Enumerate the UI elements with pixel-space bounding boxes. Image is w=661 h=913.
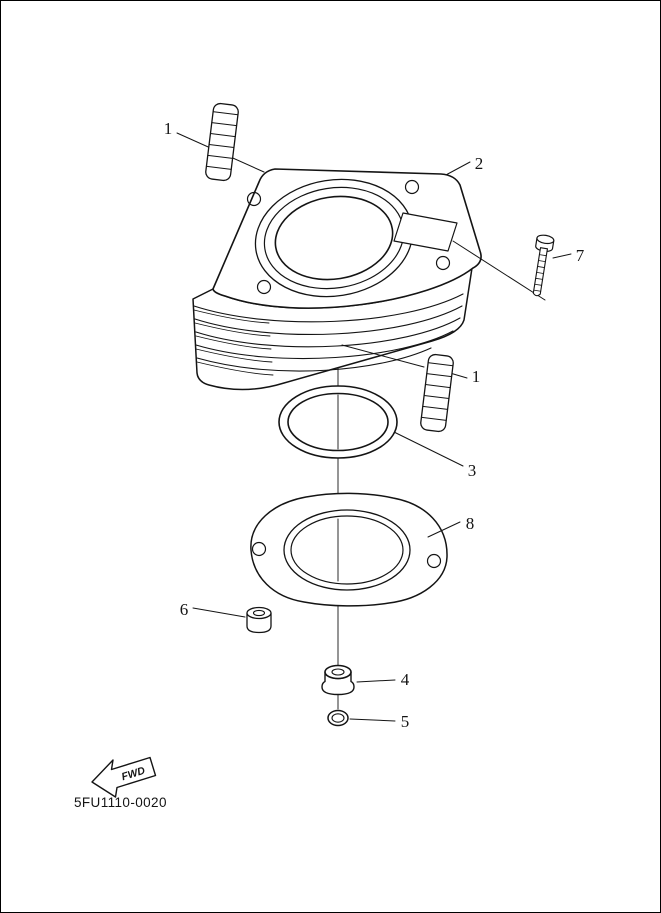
stud-rib <box>428 362 454 367</box>
thread-line <box>537 266 545 268</box>
nut-hole <box>331 668 345 676</box>
o-ring-small-part <box>327 709 349 727</box>
stud-rib <box>207 154 234 159</box>
stud-hole <box>435 255 451 271</box>
bore-ring-inner <box>274 195 394 281</box>
stud-rib <box>422 405 449 410</box>
stud-rib <box>208 143 235 148</box>
fin-edge <box>196 361 274 376</box>
fin-line <box>193 293 464 323</box>
fin-edge <box>194 322 271 337</box>
fin-line <box>196 347 432 372</box>
fin-edge <box>193 309 270 324</box>
gasket-hole <box>251 541 267 557</box>
stud-hole <box>404 179 420 195</box>
fin-line <box>195 317 461 348</box>
callout-8-label: 8 <box>466 514 475 533</box>
nut-top <box>324 664 352 680</box>
fin-line <box>194 305 463 336</box>
callout-4-label: 4 <box>401 670 410 689</box>
stud-rib <box>421 416 447 421</box>
stud-rib <box>213 111 239 116</box>
bolt-head-top <box>536 234 555 245</box>
gasket-hole <box>426 553 442 569</box>
leader-line-6 <box>192 607 246 618</box>
leader-lines <box>176 132 572 722</box>
bolt-threads <box>533 254 547 292</box>
callout-1-right-label: 1 <box>472 367 481 386</box>
thread-line <box>536 271 544 274</box>
callout-7-label: 7 <box>576 246 585 265</box>
leader-line-3 <box>393 431 464 467</box>
stud-rib <box>209 133 236 138</box>
bolt-shaft <box>532 247 548 297</box>
stud-rib <box>206 165 232 170</box>
callout-3-label: 3 <box>468 461 477 480</box>
fin-line <box>195 330 454 360</box>
fwd-arrow-shape <box>91 756 157 798</box>
cam-chain-port <box>393 212 458 252</box>
leader-line-8 <box>427 521 461 538</box>
bolt-part <box>532 234 555 297</box>
stud-rib <box>424 384 451 389</box>
collar-top <box>246 606 272 620</box>
callout-6-label: 6 <box>180 600 189 619</box>
leader-line-4 <box>356 679 396 683</box>
stud-top-part <box>205 102 239 182</box>
thread-line <box>533 289 542 292</box>
leader-line-7 <box>552 253 572 259</box>
fin-edge <box>195 348 273 363</box>
fwd-arrow: FWD <box>91 756 157 798</box>
dowel-collar-part <box>246 606 272 634</box>
stud-rib <box>426 373 453 378</box>
base-gasket-part <box>250 492 461 607</box>
o-ring-large-part <box>278 385 398 459</box>
thread-line <box>534 283 543 286</box>
stud-holes <box>246 179 451 295</box>
leader-line-7-port <box>452 240 546 301</box>
callout-2-label: 2 <box>475 154 484 173</box>
thread-line <box>539 254 547 257</box>
small-o-ring-inner <box>331 713 345 723</box>
diagram-part-code: 5FU1110-0020 <box>74 795 167 810</box>
stud-rib <box>211 122 238 127</box>
callout-5-label: 5 <box>401 712 410 731</box>
leader-line-5 <box>349 718 396 722</box>
callouts: 1 2 7 1 3 8 6 4 5 <box>164 119 585 731</box>
cylinder-part <box>192 168 482 391</box>
stud-hole <box>246 191 262 207</box>
stud-hole <box>256 279 272 295</box>
fin-edge <box>195 335 272 350</box>
cooling-fins <box>193 293 464 376</box>
thread-line <box>535 277 543 280</box>
stud-right-part <box>420 353 454 433</box>
nut-part <box>321 664 355 696</box>
collar-hole <box>252 609 266 617</box>
callout-1-top-label: 1 <box>164 119 173 138</box>
gasket-opening-inner <box>290 515 404 585</box>
thread-line <box>538 260 546 263</box>
leader-line-1-right-cont <box>341 344 425 368</box>
leader-line-1-right <box>449 372 468 379</box>
stud-rib <box>423 394 450 399</box>
